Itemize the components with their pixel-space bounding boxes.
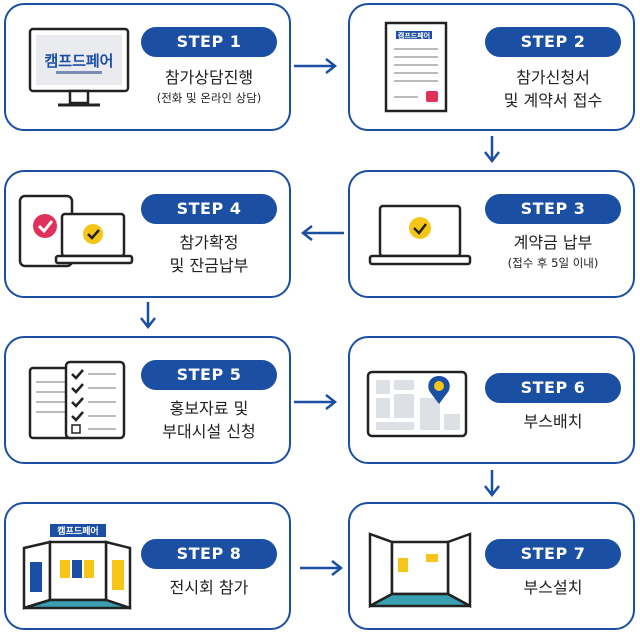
step8-card: 캠프드페어 STEP 8 전시회 참가 (4, 502, 291, 630)
arrow-step6-to-step7 (484, 470, 500, 498)
step1-subtitle: (전화 및 온라인 상담) (156, 91, 262, 105)
arrow-step4-to-step5 (140, 302, 156, 330)
step3-card: STEP 3 계약금 납부 (접수 후 5일 이내) (348, 170, 635, 298)
step5-label: STEP 5 (141, 360, 277, 390)
step2-title-line2: 및 계약서 접수 (503, 91, 603, 110)
step7-title: 부스설치 (523, 578, 583, 597)
booth-empty-icon (368, 532, 472, 609)
checklist-icon (28, 360, 126, 440)
logo-text: 캠프드페어 (44, 52, 113, 70)
monitor-icon: 캠프드페어 (28, 27, 130, 107)
booth-furnished-icon: 캠프드페어 (22, 524, 132, 610)
step7-label: STEP 7 (485, 539, 621, 569)
step1-label: STEP 1 (141, 27, 277, 57)
document-icon: 캠프드페어 (384, 21, 448, 113)
step2-card: 캠프드페어 STEP 2 참가신청서 및 계약서 접수 (348, 3, 635, 131)
devices-check-icon (18, 194, 134, 268)
step6-card: STEP 6 부스배치 (348, 336, 635, 464)
booth-logo-text: 캠프드페어 (57, 525, 98, 537)
step8-title: 전시회 참가 (169, 578, 249, 597)
step3-label: STEP 3 (485, 194, 621, 224)
step3-title: 계약금 납부 (513, 233, 593, 252)
arrow-step7-to-step8 (300, 560, 344, 576)
step4-card: STEP 4 참가확정 및 잔금납부 (4, 170, 291, 298)
step1-card: 캠프드페어 STEP 1 참가상담진행 (전화 및 온라인 상담) (4, 3, 291, 131)
arrow-step1-to-step2 (294, 58, 338, 74)
step2-label: STEP 2 (485, 27, 621, 57)
arrow-step5-to-step6 (294, 394, 338, 410)
arrow-step3-to-step4 (300, 225, 344, 241)
step1-title: 참가상담진행 (164, 68, 254, 87)
step6-title: 부스배치 (523, 412, 583, 431)
step2-title-line1: 참가신청서 (516, 68, 590, 87)
step7-card: STEP 7 부스설치 (348, 502, 635, 630)
step5-card: STEP 5 홍보자료 및 부대시설 신청 (4, 336, 291, 464)
step4-title-line2: 및 잔금납부 (169, 256, 249, 275)
step3-subtitle: (접수 후 5일 이내) (507, 256, 599, 270)
step8-label: STEP 8 (141, 539, 277, 569)
step6-label: STEP 6 (485, 373, 621, 403)
step5-title-line1: 홍보자료 및 (169, 399, 249, 418)
arrow-step2-to-step3 (484, 136, 500, 164)
step4-label: STEP 4 (141, 194, 277, 224)
step5-title-line2: 부대시설 신청 (162, 422, 256, 441)
doc-logo-text: 캠프드페어 (398, 31, 430, 40)
step4-title-line1: 참가확정 (179, 233, 239, 252)
laptop-check-icon (368, 204, 472, 266)
map-pin-icon (366, 370, 468, 438)
